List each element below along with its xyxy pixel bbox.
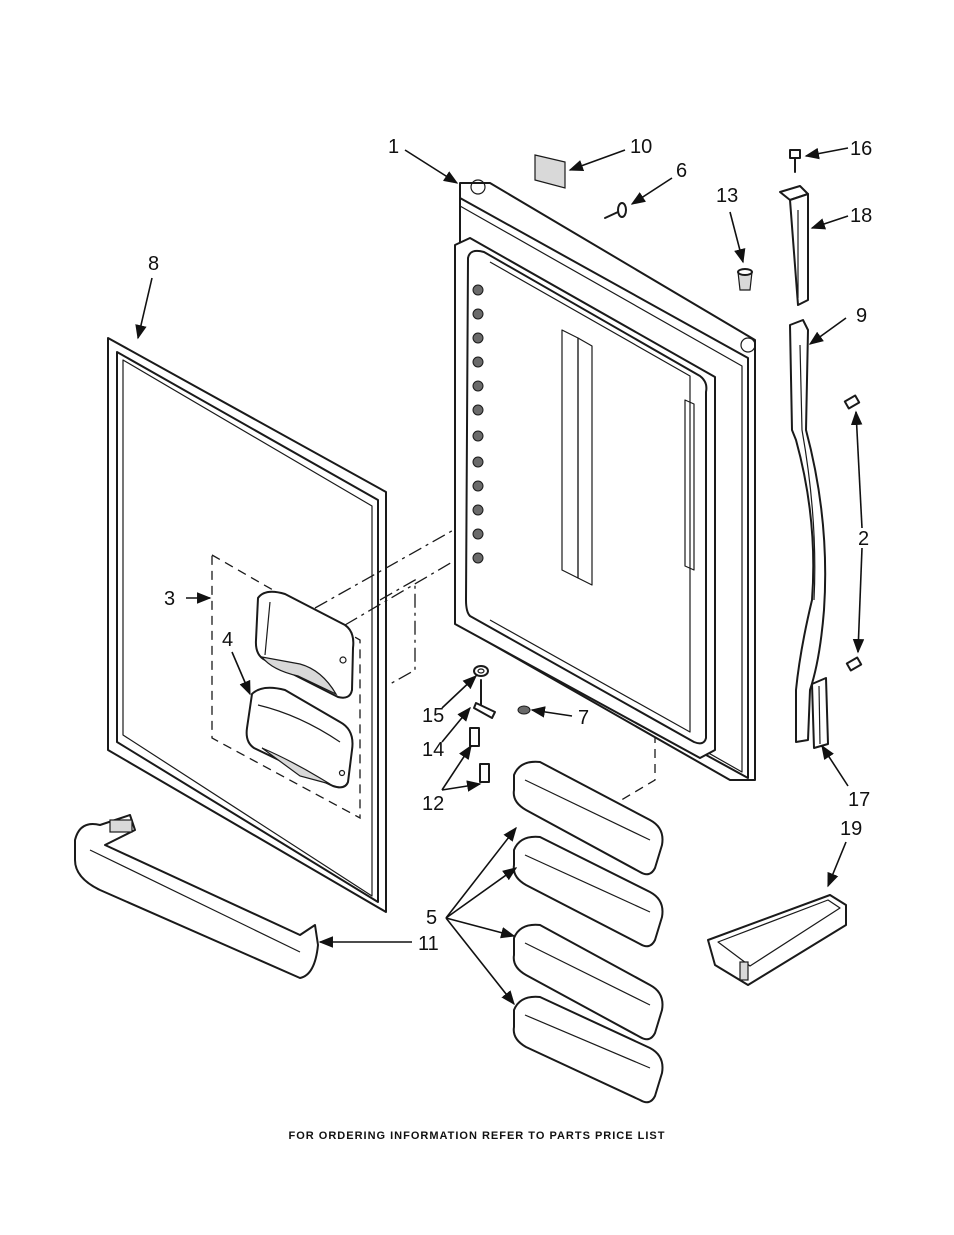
callout-7: 7 xyxy=(578,707,589,729)
callout-14: 14 xyxy=(422,739,444,761)
trim-part-17 xyxy=(812,678,828,748)
callout-15: 15 xyxy=(422,705,444,727)
handle-part-9 xyxy=(790,320,825,742)
door-bins-part-5 xyxy=(514,762,663,1102)
callout-6: 6 xyxy=(676,160,687,182)
plug-part-7 xyxy=(518,706,530,714)
callout-16: 16 xyxy=(850,138,872,160)
callout-9: 9 xyxy=(856,305,867,327)
hinge-pin-part-14 xyxy=(474,680,495,718)
tray-part-19 xyxy=(708,895,846,985)
callout-11: 11 xyxy=(418,933,439,955)
callout-17: 17 xyxy=(848,789,870,811)
plug-part-13 xyxy=(738,269,752,290)
callout-18: 18 xyxy=(850,205,872,227)
callout-13: 13 xyxy=(716,185,738,207)
screw-part-6 xyxy=(605,203,626,218)
door-liner-part-1 xyxy=(455,180,755,780)
callout-1: 1 xyxy=(388,136,399,158)
hinge-bracket-part-18 xyxy=(780,186,808,305)
callout-10: 10 xyxy=(630,136,652,158)
footer-note: FOR ORDERING INFORMATION REFER TO PARTS … xyxy=(0,1130,954,1142)
callout-8: 8 xyxy=(148,253,159,275)
callout-12: 12 xyxy=(422,793,444,815)
callout-4: 4 xyxy=(222,629,233,651)
callout-2: 2 xyxy=(858,528,869,550)
washer-part-15 xyxy=(474,666,488,676)
callout-5: 5 xyxy=(426,907,437,929)
screws-part-12 xyxy=(470,728,489,782)
callout-3: 3 xyxy=(164,588,175,610)
callout-19: 19 xyxy=(840,818,862,840)
screw-part-16 xyxy=(790,150,800,172)
label-part-10 xyxy=(535,155,565,188)
